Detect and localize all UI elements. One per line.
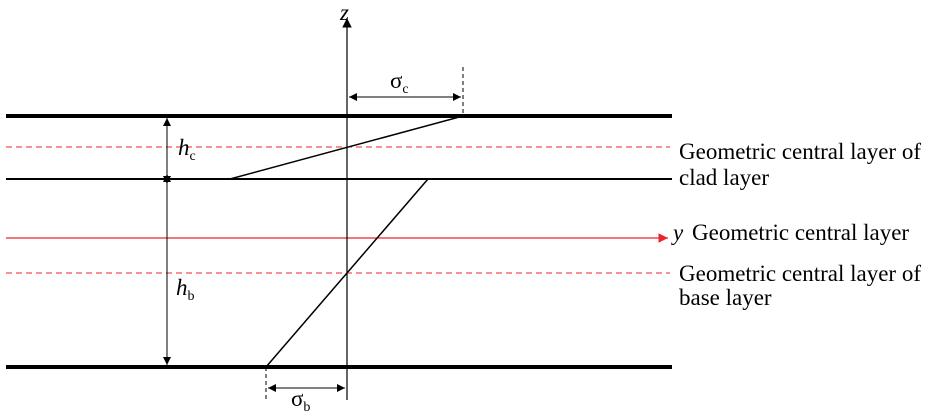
h-c-label: hc bbox=[178, 135, 196, 164]
h-c-symbol: h bbox=[178, 135, 190, 160]
y-axis-label: y bbox=[671, 220, 684, 245]
clad-central-label-line1: Geometric central layer of bbox=[679, 139, 921, 164]
h-b-subscript: b bbox=[188, 289, 195, 304]
z-axis-label: z bbox=[339, 0, 349, 25]
sigma-b-subscript: b bbox=[303, 400, 310, 415]
base-central-label-line1: Geometric central layer of bbox=[679, 261, 921, 286]
h-b-symbol: h bbox=[176, 275, 188, 300]
sigma-c-symbol: σ bbox=[390, 68, 403, 93]
clad-central-label-line2: clad layer bbox=[679, 165, 769, 190]
sigma-b-symbol: σ bbox=[291, 386, 304, 411]
sigma-b-label: σb bbox=[291, 386, 310, 415]
h-b-label: hb bbox=[176, 275, 195, 304]
h-c-subscript: c bbox=[190, 149, 196, 164]
sigma-c-label: σc bbox=[390, 68, 409, 97]
sigma-c-subscript: c bbox=[402, 82, 408, 97]
base-stress-line bbox=[265, 178, 429, 368]
clad-stress-line bbox=[229, 115, 464, 180]
central-layer-label: Geometric central layer bbox=[692, 220, 909, 245]
base-central-label-line2: base layer bbox=[679, 285, 772, 310]
